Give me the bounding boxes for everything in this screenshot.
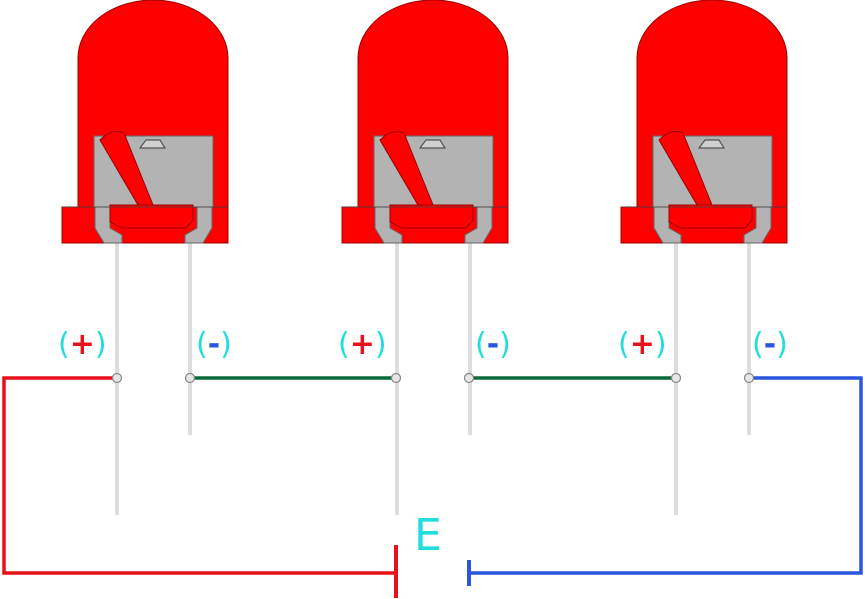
battery-label: E (414, 510, 442, 561)
led-2-cathode-post (464, 206, 493, 244)
led-1-cathode-label: (-) (196, 327, 232, 362)
led-1-anode-label: (+) (58, 327, 107, 362)
junction-dot-3 (390, 372, 402, 384)
junction-dot-2 (184, 372, 196, 384)
led-1-die-cup (138, 139, 167, 149)
wire-negative (469, 376, 863, 575)
led-2-bond-wire (379, 131, 434, 206)
led-2-die-cup (418, 139, 447, 149)
led-3-cathode-post (743, 206, 772, 244)
led-2-anvil (389, 204, 474, 229)
led-3-anode-label: (+) (618, 327, 667, 362)
led-1-bond-wire (99, 131, 154, 206)
led-2-cathode-label: (-) (475, 327, 511, 362)
junction-dot-6 (743, 372, 755, 384)
junction-dot-4 (463, 372, 475, 384)
led-1-anvil (109, 204, 194, 229)
junction-dot-1 (111, 372, 123, 384)
led-1-cathode-post (184, 206, 213, 244)
led-3-anvil (668, 204, 753, 229)
junction-dot-5 (670, 372, 682, 384)
led-3-bond-wire (658, 131, 713, 206)
led-3-die-cup (697, 139, 726, 149)
led-3-cathode-label: (-) (752, 327, 788, 362)
led-2-anode-label: (+) (338, 327, 387, 362)
wire-positive (2, 376, 396, 575)
